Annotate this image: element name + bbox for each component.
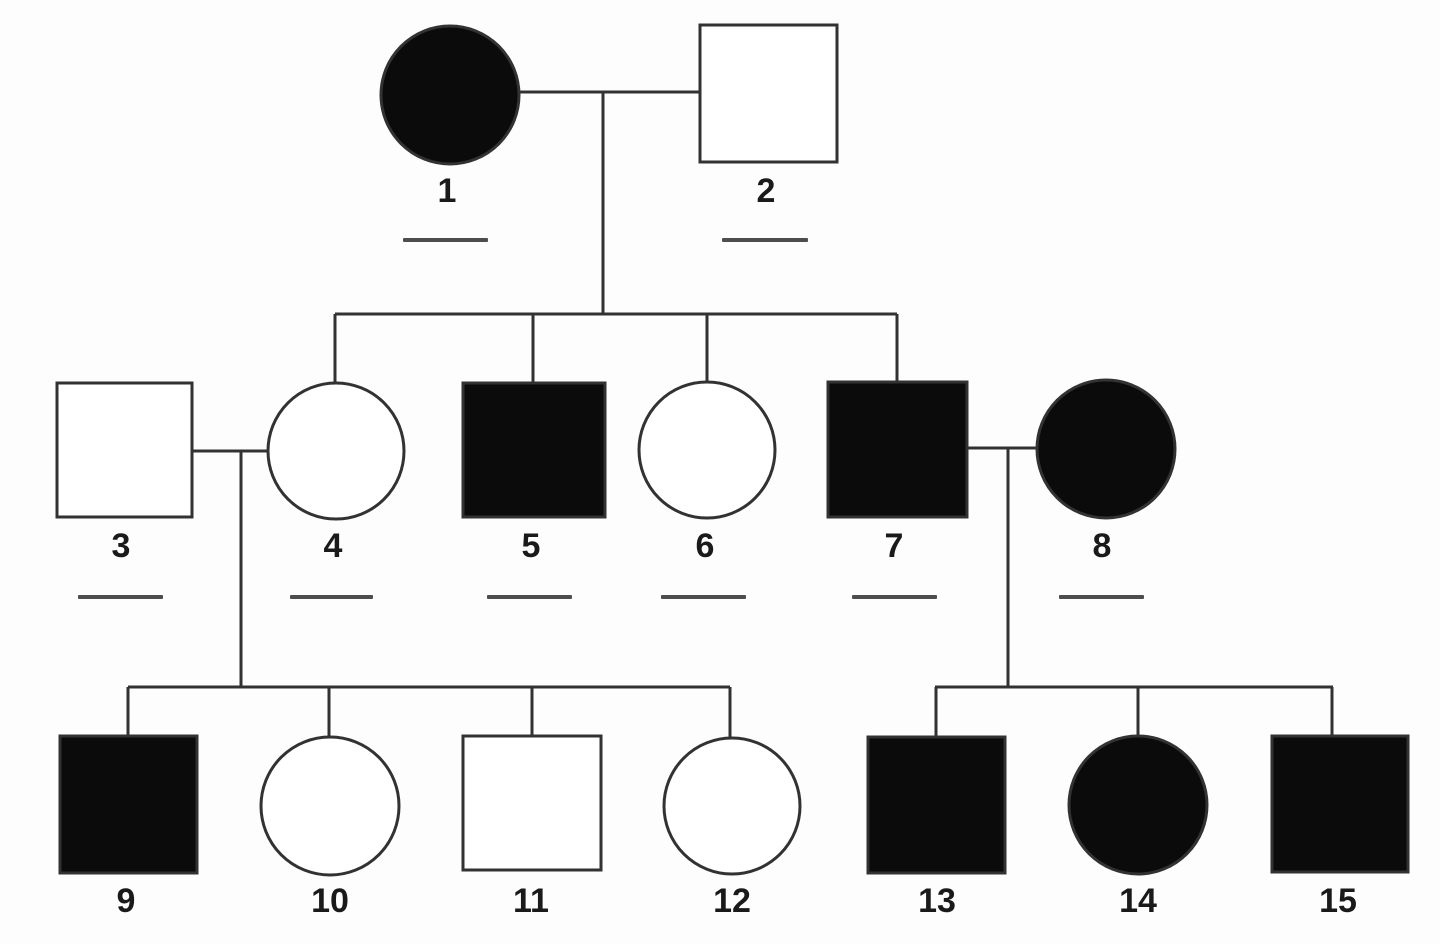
individual-14-female-affected-symbol — [1067, 734, 1209, 876]
individual-7-male-affected-symbol — [826, 380, 969, 519]
individual-11-male-unaffected-symbol — [461, 734, 603, 872]
individual-4-label: 4 — [324, 527, 343, 565]
individual-11-label: 11 — [513, 882, 549, 920]
individual-1-label: 1 — [438, 172, 457, 210]
individual-6-label: 6 — [696, 527, 715, 565]
individual-8-female-affected-symbol — [1035, 378, 1177, 520]
individual-6-female-unaffected-symbol — [637, 380, 777, 520]
individual-3-male-unaffected-symbol — [55, 381, 194, 519]
individual-12-female-unaffected-symbol — [662, 736, 802, 876]
individual-2-label: 2 — [757, 172, 776, 210]
individual-10-female-unaffected-symbol — [259, 735, 401, 877]
individual-8-genotype-blank-line — [1059, 595, 1144, 599]
individual-2-genotype-blank-line — [722, 238, 808, 242]
individual-4-female-unaffected-symbol — [266, 381, 406, 521]
individual-1-genotype-blank-line — [403, 238, 488, 242]
individual-14-label: 14 — [1119, 882, 1157, 920]
individual-2-male-unaffected-symbol — [698, 23, 839, 164]
individual-12-label: 12 — [713, 882, 751, 920]
individual-9-label: 9 — [117, 882, 136, 920]
individual-7-label: 7 — [885, 527, 904, 565]
individual-13-male-affected-symbol — [866, 735, 1007, 875]
individual-4-genotype-blank-line — [290, 595, 373, 599]
individual-9-male-affected-symbol — [58, 734, 199, 875]
individual-7-genotype-blank-line — [852, 595, 937, 599]
individual-5-label: 5 — [522, 527, 541, 565]
individual-10-label: 10 — [311, 882, 349, 920]
individual-13-label: 13 — [918, 882, 956, 920]
individual-3-label: 3 — [112, 527, 131, 565]
individual-3-genotype-blank-line — [78, 595, 163, 599]
individual-8-label: 8 — [1093, 527, 1112, 565]
individual-6-genotype-blank-line — [661, 595, 746, 599]
individual-15-label: 15 — [1319, 882, 1357, 920]
individual-5-genotype-blank-line — [487, 595, 572, 599]
individual-1-female-affected-symbol — [379, 24, 521, 166]
individual-5-male-affected-symbol — [461, 381, 607, 519]
individual-15-male-affected-symbol — [1270, 734, 1410, 874]
